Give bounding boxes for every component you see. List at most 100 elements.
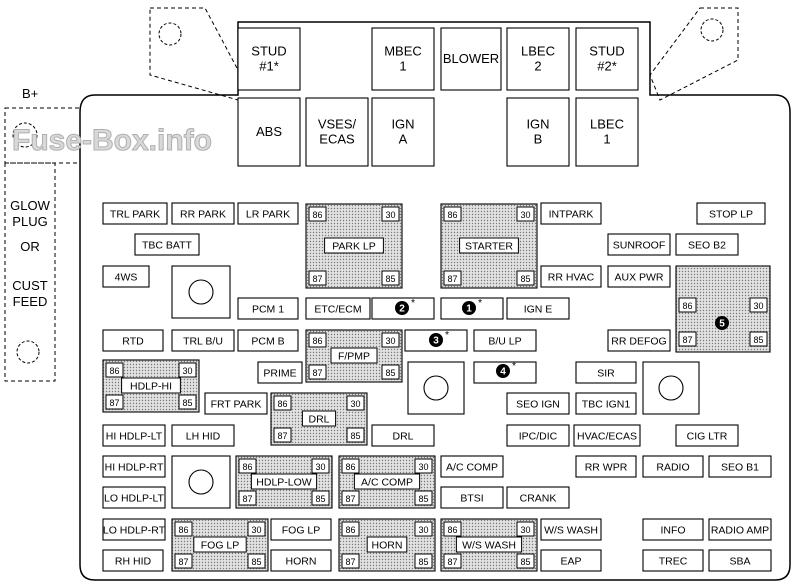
fuse-label: SEO B2 [688,240,726,252]
fuse-w-s-wash: W/S WASH [540,518,602,541]
relay-pin-30: 30 [520,210,530,220]
marker-asterisk: * [512,360,516,372]
relay-pin-87: 87 [242,494,252,504]
fuse-label: SBA [729,556,750,568]
side-feed-stud-icon [16,340,40,364]
relay-label: HDLP-LOW [256,477,312,489]
relay-label: HORN [372,540,403,552]
fuse-hi-hdlp-lt: HI HDLP-LT [102,424,166,447]
relay-label: STARTER [465,241,513,253]
maxi-fuse-label: VSES/ [318,117,357,132]
maxi-fuse-label: 2 [534,59,541,74]
fuse-cig-ltr: CIG LTR [675,424,739,447]
fuse-drl: DRL [371,424,435,447]
connector-hole-3 [642,361,700,415]
fuse-horn: HORN [270,549,332,572]
fuse-label: SIR [597,368,615,380]
maxi-fuse-label: #2* [597,59,617,74]
maxi-fuse-label: STUD [589,44,624,59]
watermark: Fuse-Box.info [12,124,212,157]
relay-pin-30: 30 [753,301,763,311]
relay-pin-86: 86 [345,462,355,472]
mounting-hole-right [700,18,724,42]
fuse-seo-ign: SEO IGN [506,392,570,415]
fuse-label: TRL B/U [183,336,223,348]
relay-pin-87: 87 [178,557,188,567]
fuse-label: ETC/ECM [314,304,361,316]
fuse-label: STOP LP [709,209,753,221]
fuse-label: LH HID [186,431,221,443]
fuse-label: SEO B1 [721,462,759,474]
fuse-tbc-batt: TBC BATT [134,233,200,256]
fuse-lo-hdlp-rt: LO HDLP-RT [102,518,166,541]
relay-pin-30: 30 [350,399,360,409]
fuse-label: AUX PWR [614,272,663,284]
fuse-label: RADIO AMP [711,525,769,537]
fuse-ipc-dic: IPC/DIC [506,424,570,447]
fuse-sir: SIR [575,361,637,384]
relay-pin-86: 86 [447,525,457,535]
relay-pin-85: 85 [418,557,428,567]
connector-hole-4 [171,455,231,509]
fuse-box-housing [79,21,791,581]
fuse-lr-park: LR PARK [237,202,299,225]
fuse-rr-wpr: RR WPR [575,455,637,478]
fuse-label: TREC [659,556,688,568]
fuse-label: IPC/DIC [519,431,558,443]
relay-pin-30: 30 [385,210,395,220]
maxi-fuse-label: LBEC [590,117,624,132]
fuse-label: HORN [286,556,317,568]
relay-pin-87: 87 [277,431,287,441]
fuse-pcm-b: PCM B [237,329,299,352]
relay-pin-85: 85 [251,557,261,567]
relay-pin-85: 85 [182,398,192,408]
relay-pin-85: 85 [315,494,325,504]
relay-label: DRL [308,414,329,426]
marker-number: 5 [719,319,725,330]
relay-pin-86: 86 [447,210,457,220]
fuse-lo-hdlp-lt: LO HDLP-LT [102,486,166,509]
maxi-fuse-label: BLOWER [443,51,499,66]
maxi-fuse-label: STUD [251,44,286,59]
marker-number: 1 [466,304,472,315]
relay-pin-85: 85 [385,274,395,284]
fuse-label: RR HVAC [548,272,595,284]
b-plus-terminal [4,107,81,164]
fuse-ign-e: IGN E [506,297,570,320]
relay-pin-85: 85 [418,494,428,504]
maxi-fuse-label: IGN [391,117,414,132]
marker-1: 1* [462,297,482,315]
relay-pin-85: 85 [520,557,530,567]
fuse-intpark: INTPARK [540,202,602,225]
maxi-fuse-label: LBEC [521,44,555,59]
fuse-b-u-lp: B/U LP [473,329,537,352]
side-line-3: CUST [12,278,47,293]
fuse-label: INFO [660,525,685,537]
relay-pin-85: 85 [350,431,360,441]
fuse-seo-b1: SEO B1 [708,455,772,478]
fuse-eap: EAP [540,549,602,572]
fuse-label: HI HDLP-RT [105,462,164,474]
fuse-label: SEO IGN [516,399,560,411]
fuse-label: W/S WASH [544,525,598,537]
fuse-sba: SBA [708,549,772,572]
fuse-label: RR WPR [585,462,628,474]
relay-pin-85: 85 [520,274,530,284]
marker-number: 2 [399,304,405,315]
marker-5: 5 [715,316,729,330]
marker-asterisk: * [411,297,415,309]
connector-holes [171,265,700,509]
side-line-4: FEED [13,294,48,309]
numbered-markers: 2*1*3*4*5 [371,297,729,384]
